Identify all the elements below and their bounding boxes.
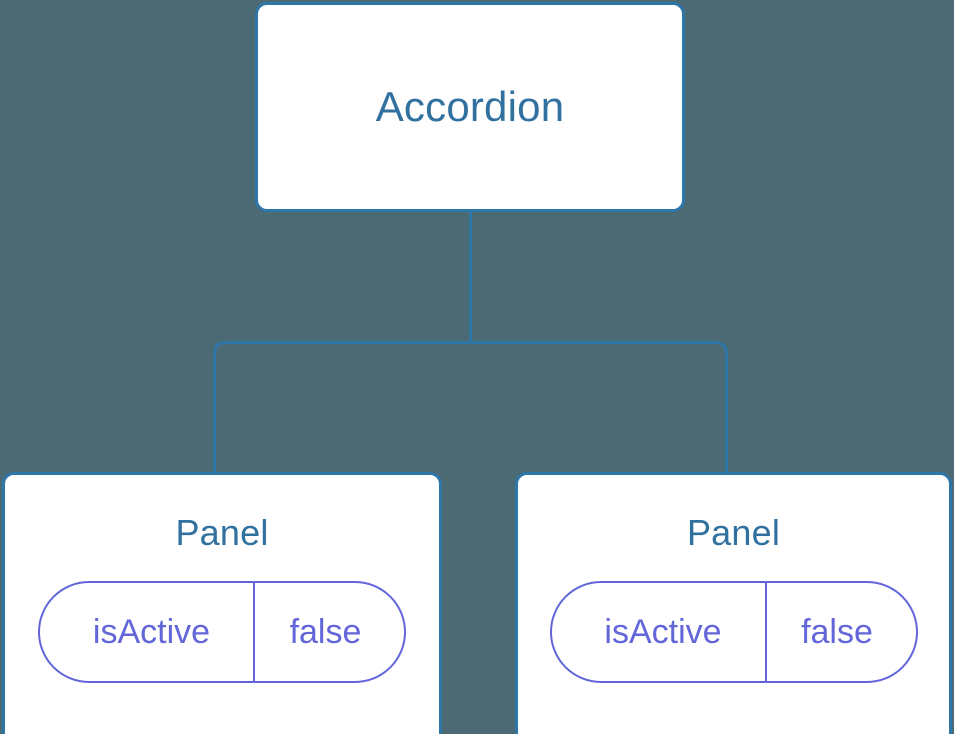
state-value-panel-0: false [289, 613, 362, 651]
node-title-panel-1: Panel [686, 512, 781, 553]
state-value-panel-1: false [801, 613, 873, 651]
node-title-accordion: Accordion [375, 83, 565, 130]
node-title-panel-0: Panel [175, 512, 269, 553]
pill-divider-panel-1 [764, 583, 767, 681]
state-key-panel-1: isActive [604, 613, 722, 651]
state-pill-panel-1: isActive false [549, 581, 918, 683]
node-panel-0[interactable]: Panel isActive false [2, 472, 442, 734]
node-accordion[interactable]: Accordion [255, 2, 685, 212]
connector-branch-left [213, 341, 471, 474]
node-panel-1[interactable]: Panel isActive false [515, 472, 952, 734]
connector-branch-right [470, 341, 728, 474]
state-key-panel-0: isActive [92, 613, 211, 651]
state-pill-panel-0: isActive false [38, 581, 406, 683]
pill-divider-panel-0 [253, 583, 255, 681]
